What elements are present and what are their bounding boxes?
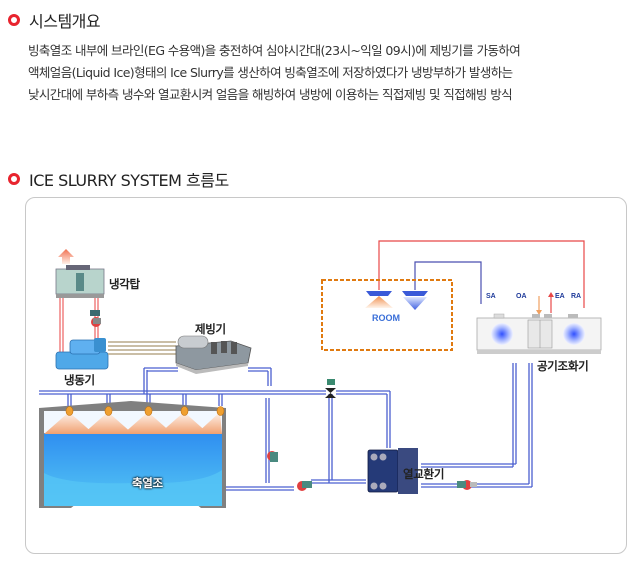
description-line: 액체얼음(Liquid Ice)형태의 Ice Slurry를 생산하여 빙축열… [28,65,513,80]
label-ice-maker: 제빙기 [195,322,226,336]
description-line: 낮시간대에 부하측 냉수와 열교환시켜 얼음을 해빙하여 냉방에 이용하는 직접… [28,87,513,102]
exhaust-arrow-icon [58,249,74,264]
pump-icon [457,480,477,490]
label-room: ROOM [372,313,400,323]
fan-icon [491,323,513,345]
label-sa: SA [486,293,496,300]
brine-lines [108,341,176,355]
ice-storage-tank [39,401,226,508]
label-heat-exchanger: 열교환기 [403,467,445,481]
label-chiller: 냉동기 [64,373,95,387]
room-boundary [321,279,453,351]
label-oa: OA [516,293,527,300]
bullet-icon [8,14,20,26]
supply-air-diffuser-icon [402,291,428,310]
flow-diagram [39,240,602,508]
flow-diagram-panel: 냉각탑 제빙기 냉동기 축열조 열교환기 공기조화기 ROOM SA OA EA… [25,197,627,554]
flow-title: ICE SLURRY SYSTEM 흐름도 [29,171,229,190]
label-ea: EA [555,293,565,300]
fan-icon [563,323,585,345]
overview-description: 빙축열조 내부에 브라인(EG 수용액)을 충전하여 심야시간대(23시~익일 … [28,40,628,106]
return-air-diffuser-icon [365,291,393,308]
overview-heading: 시스템개요 [8,8,101,32]
bullet-icon [8,173,20,185]
label-ahu: 공기조화기 [537,359,589,373]
overview-title: 시스템개요 [29,12,101,31]
air-ducts [378,240,585,315]
brine-pipes [39,363,533,491]
description-line: 빙축열조 내부에 브라인(EG 수용액)을 충전하여 심야시간대(23시~익일 … [28,43,521,58]
air-handling-unit [476,313,602,354]
three-way-valve-icon [325,379,336,398]
pump-icon [267,451,278,462]
label-ra: RA [571,293,582,300]
flow-heading: ICE SLURRY SYSTEM 흐름도 [8,167,229,191]
cooling-tower [55,249,105,298]
pump-icon [297,481,312,491]
pump-icon [90,310,101,327]
chiller [55,338,109,370]
label-storage-tank: 축열조 [132,476,163,490]
heat-exchanger [367,448,418,494]
ice-maker [175,335,252,374]
label-cooling-tower: 냉각탑 [109,277,140,291]
